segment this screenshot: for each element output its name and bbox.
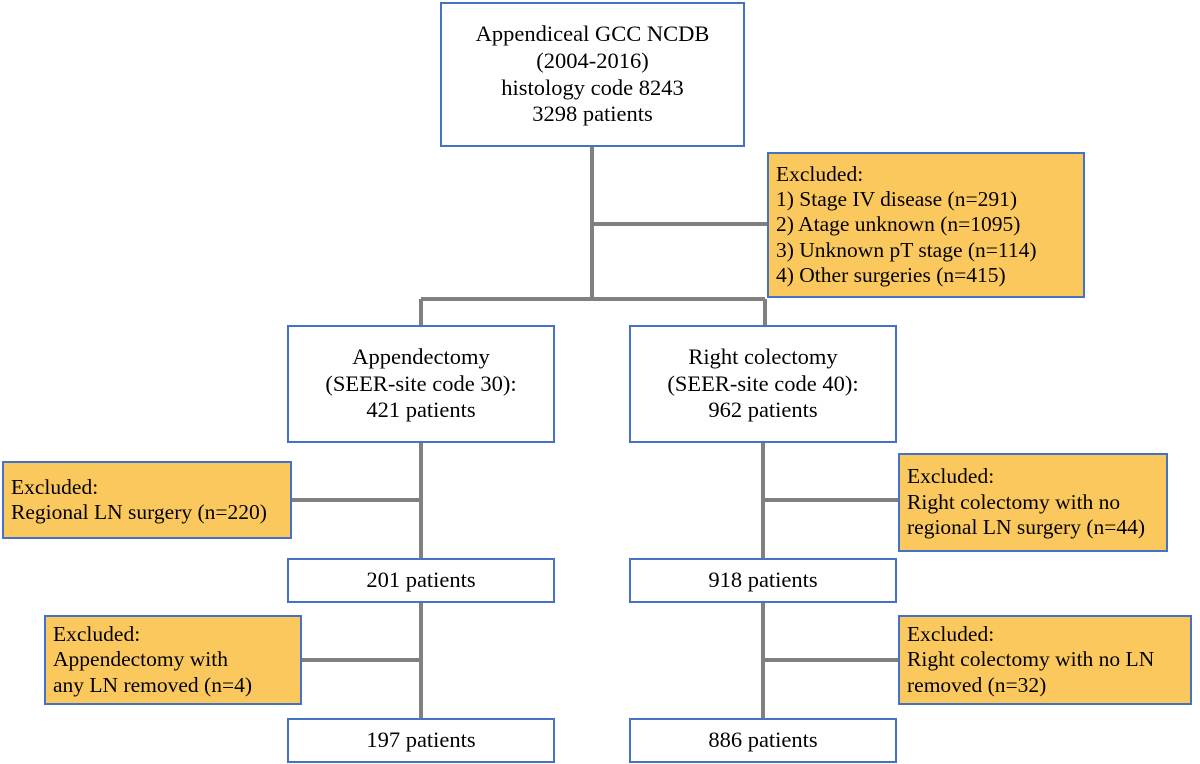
cohort-source-line-2: (2004-2016) <box>536 47 649 73</box>
node-right-colectomy-step2: 918 patients <box>629 558 897 603</box>
right-colectomy-line-1: Right colectomy <box>688 344 838 370</box>
appendectomy-line-2: (SEER-site code 30): <box>325 370 517 396</box>
exclusion-left-2-line-2: Appendectomy with <box>53 647 228 672</box>
node-exclusion-left-1: Excluded: Regional LN surgery (n=220) <box>2 461 292 539</box>
cohort-source-line-1: Appendiceal GCC NCDB <box>475 21 710 47</box>
exclusion-right-2-line-3: removed (n=32) <box>907 672 1047 697</box>
right-colectomy-line-2: (SEER-site code 40): <box>667 370 859 396</box>
exclusion-right-2-line-2: Right colectomy with no LN <box>907 647 1155 672</box>
exclusion-right-1-line-1: Excluded: <box>907 464 995 489</box>
appendectomy-line-3: 421 patients <box>366 397 476 423</box>
exclusions-top-line-3: 2) Atage unknown (n=1095) <box>776 212 1021 237</box>
node-right-colectomy-final: 886 patients <box>629 718 897 763</box>
exclusions-top-line-1: Excluded: <box>776 161 864 186</box>
right-colectomy-line-3: 962 patients <box>708 397 818 423</box>
exclusion-right-1-line-2: Right colectomy with no <box>907 489 1121 514</box>
exclusions-top-line-4: 3) Unknown pT stage (n=114) <box>776 237 1037 262</box>
node-exclusion-right-2: Excluded: Right colectomy with no LN rem… <box>898 615 1192 705</box>
exclusion-right-2-line-1: Excluded: <box>907 621 995 646</box>
node-exclusion-right-1: Excluded: Right colectomy with no region… <box>898 453 1168 552</box>
exclusion-left-1-line-2: Regional LN surgery (n=220) <box>11 500 267 524</box>
appendectomy-step2-line-1: 201 patients <box>366 567 476 593</box>
exclusions-top-line-2: 1) Stage IV disease (n=291) <box>776 186 1018 211</box>
node-cohort-source: Appendiceal GCC NCDB (2004-2016) histolo… <box>440 2 745 147</box>
cohort-source-line-4: 3298 patients <box>532 101 653 127</box>
exclusions-top-line-5: 4) Other surgeries (n=415) <box>776 263 1006 288</box>
right-colectomy-final-line-1: 886 patients <box>708 727 818 753</box>
exclusion-left-2-line-3: any LN removed (n=4) <box>53 672 252 697</box>
node-appendectomy: Appendectomy (SEER-site code 30): 421 pa… <box>287 325 555 443</box>
appendectomy-line-1: Appendectomy <box>352 344 490 370</box>
node-exclusions-top: Excluded: 1) Stage IV disease (n=291) 2)… <box>767 152 1085 298</box>
exclusion-left-2-line-1: Excluded: <box>53 621 141 646</box>
right-colectomy-step2-line-1: 918 patients <box>708 567 818 593</box>
node-right-colectomy: Right colectomy (SEER-site code 40): 962… <box>629 325 897 443</box>
exclusion-left-1-line-1: Excluded: <box>11 474 99 499</box>
cohort-source-line-3: histology code 8243 <box>501 74 684 100</box>
node-appendectomy-final: 197 patients <box>287 718 555 763</box>
appendectomy-final-line-1: 197 patients <box>366 727 476 753</box>
exclusion-right-1-line-3: regional LN surgery (n=44) <box>907 515 1146 540</box>
node-appendectomy-step2: 201 patients <box>287 558 555 603</box>
node-exclusion-left-2: Excluded: Appendectomy with any LN remov… <box>44 615 302 705</box>
